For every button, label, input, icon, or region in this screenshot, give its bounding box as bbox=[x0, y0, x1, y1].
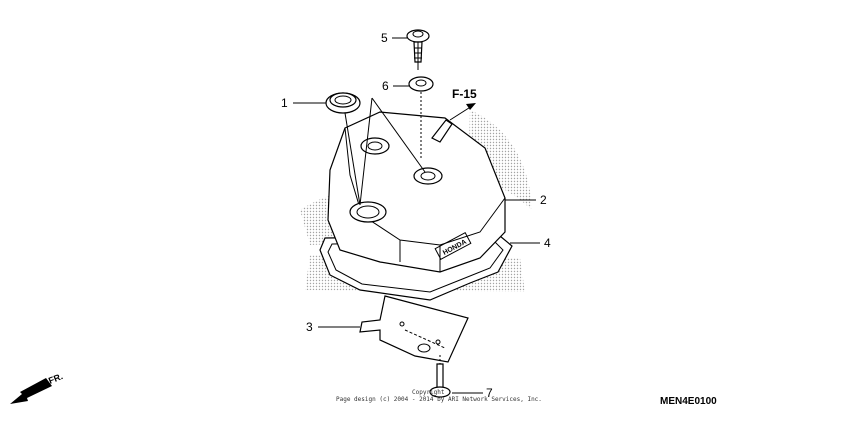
grommet-part[interactable] bbox=[325, 92, 361, 114]
lower-bolt-part[interactable] bbox=[429, 363, 451, 398]
front-direction-label: FR. bbox=[47, 371, 64, 386]
guide-plate-part[interactable] bbox=[359, 295, 469, 363]
leader-lines bbox=[293, 37, 540, 394]
callout-7: 7 bbox=[486, 386, 493, 400]
cylinder-head-cover[interactable]: HONDA bbox=[327, 111, 506, 273]
callout-5: 5 bbox=[381, 31, 388, 45]
diagram-code: MEN4E0100 bbox=[660, 396, 717, 407]
callout-3: 3 bbox=[306, 320, 313, 334]
washer-part[interactable] bbox=[408, 76, 434, 92]
copyright-line-1: Copyright bbox=[412, 389, 445, 396]
callout-4: 4 bbox=[544, 236, 551, 250]
copyright-line-2: Page design (c) 2004 - 2014 by ARI Netwo… bbox=[336, 396, 542, 403]
callout-6: 6 bbox=[382, 79, 389, 93]
callout-2: 2 bbox=[540, 193, 547, 207]
front-direction-arrow-icon: FR. bbox=[10, 371, 64, 404]
reference-label: F-15 bbox=[452, 87, 477, 101]
callout-1: 1 bbox=[281, 96, 288, 110]
